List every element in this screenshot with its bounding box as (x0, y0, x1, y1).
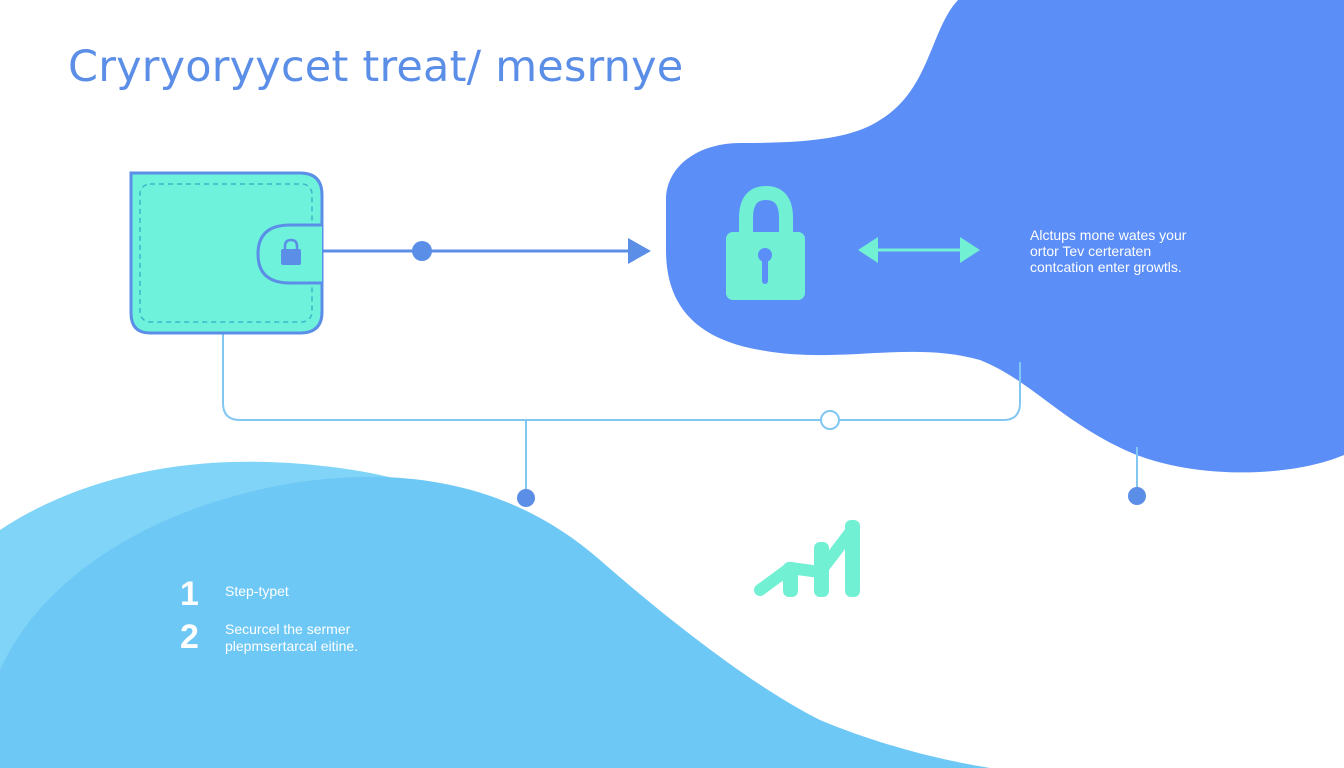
lock-icon (281, 238, 301, 265)
double-arrow-icon (858, 237, 980, 263)
page-title: Cryryoryycet treat/ mesrnye (68, 42, 684, 92)
arrow-right-icon (628, 238, 651, 264)
node-dot-right (1128, 487, 1146, 505)
step-number: 1 (180, 575, 199, 613)
flow-node-dot (412, 241, 432, 261)
padlock-shackle (739, 185, 793, 235)
description-line-1: Alctups mone wates your (1030, 227, 1187, 243)
lock-icon-shackle (283, 238, 299, 250)
wallet-clasp-outline (256, 223, 322, 285)
description-line-2: ortor Tev certeraten (1030, 243, 1152, 259)
growth-trend-line (754, 524, 858, 596)
description-line-3: contcation enter growtls. (1030, 259, 1182, 275)
step-text: Securcel the sermer plepmsertarcal eitin… (225, 621, 358, 655)
step-text: Step-typet (225, 583, 289, 599)
junction-node-hollow (820, 410, 840, 430)
padlock-icon (726, 185, 805, 300)
wave-front (0, 476, 990, 768)
wallet-outline (129, 171, 324, 335)
double-arrow-right-head (960, 237, 980, 263)
description: Alctups mone wates your ortor Tev certer… (1030, 227, 1230, 275)
step-number: 2 (180, 618, 199, 656)
padlock-keyhole (758, 248, 772, 262)
double-arrow-left-head (858, 237, 878, 263)
growth-chart-icon (754, 520, 860, 597)
lock-icon-body (281, 249, 301, 265)
node-dot-left (517, 489, 535, 507)
bottom-connector (222, 333, 1021, 421)
step-text-line-2: plepmsertarcal eitine. (225, 638, 359, 654)
wallet-body (131, 173, 322, 333)
step-text-line-1: Securcel the sermer (225, 621, 351, 637)
padlock-keyhole-slot (762, 258, 768, 284)
connector-lines (222, 333, 1138, 490)
blue-blob (666, 0, 1344, 473)
